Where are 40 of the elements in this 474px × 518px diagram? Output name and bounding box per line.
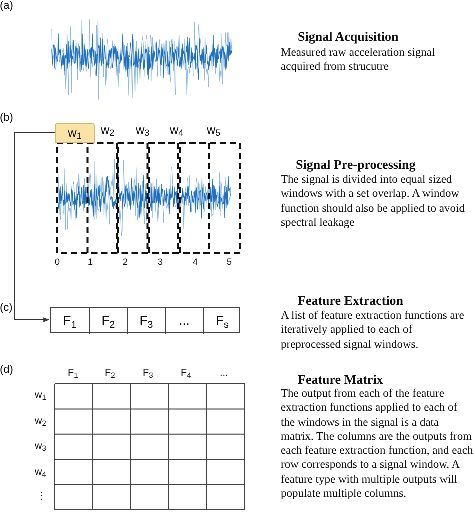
panel-letter: (c)	[0, 302, 13, 315]
row-header: w$_{1}$	[35, 390, 46, 402]
tick-label: 0	[55, 257, 60, 268]
tick-label: 5	[227, 257, 232, 268]
column-header: F$_{1}$	[68, 368, 78, 380]
tick-label: 1	[88, 257, 94, 268]
row-header: ⋮	[37, 491, 47, 503]
column-header: F$_{3}$	[143, 368, 154, 380]
window-label: w$_{4}$	[170, 123, 184, 137]
column-header: ...	[220, 368, 228, 380]
column-header: F$_{2}$	[105, 368, 116, 380]
description-text: The output from each of the feature extraction functions applied to each of the windows in the signal is a data matrix. The columns are the outputs from each feature extraction function, and each row corresponds to a signal window. A feature type with multiple outputs will populate multiple columns.	[281, 387, 474, 502]
panel-letter: (d)	[0, 364, 14, 377]
feature-cell: F$_{2}$	[89, 308, 127, 334]
panel-letter: (b)	[0, 112, 14, 125]
description-text: The signal is divided into equal sized windows with a set overlap. A window function should also be applied to avoid spectral leakage	[281, 173, 466, 230]
window-label: w$_{5}$	[207, 123, 221, 137]
row-header: w$_{3}$	[35, 441, 46, 453]
section-heading: Signal Acquisition	[298, 29, 399, 44]
feature-cell: ...	[165, 308, 203, 334]
description-text: Measured raw acceleration signal acquired from strucutre	[281, 46, 436, 75]
connector-arrow	[14, 132, 56, 322]
feature-cell: F$_{1}$	[51, 308, 89, 334]
description-text: A list of feature extraction functions are iteratively applied to each of preprocessed signal windows.	[281, 309, 466, 352]
section-heading: Feature Matrix	[298, 372, 384, 387]
feature-cell: F$_{3}$	[127, 308, 165, 334]
window-tab: w$_{1}$	[55, 123, 95, 143]
section-heading: Signal Pre-processing	[296, 157, 416, 172]
tick-label: 3	[158, 257, 164, 268]
tick-label: 2	[123, 257, 128, 268]
tick-label: 4	[193, 257, 198, 268]
row-header: w$_{4}$	[35, 467, 46, 479]
window-label: w$_{3}$	[136, 123, 150, 137]
panel-letter: (a)	[0, 0, 14, 13]
row-header: w$_{2}$	[35, 416, 46, 428]
column-header: F$_{4}$	[181, 368, 192, 380]
window-label: w$_{2}$	[101, 123, 115, 137]
section-heading: Feature Extraction	[298, 293, 404, 308]
feature-cell: F$_{s}$	[203, 308, 241, 334]
feature-list-bar	[50, 307, 240, 333]
